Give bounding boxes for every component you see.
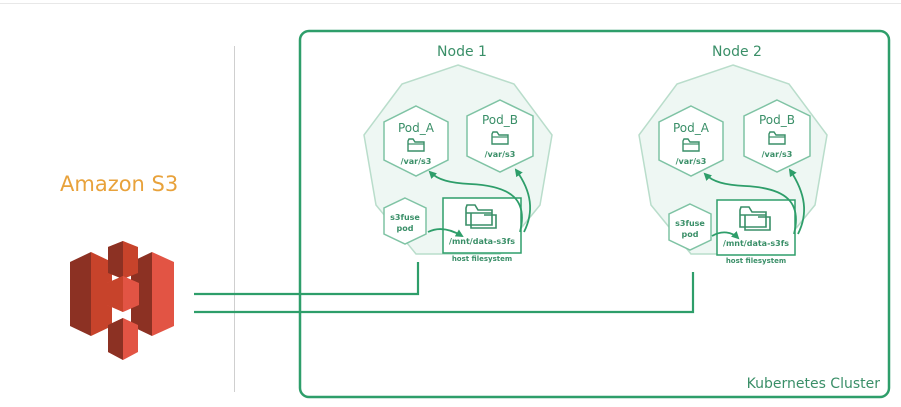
node-2-pod-a-label: Pod_A	[673, 121, 710, 135]
node-1-host-caption: host filesystem	[452, 255, 512, 263]
node-1-pod-a: Pod_A /var/s3	[383, 105, 449, 177]
node-2-pod-b-path: /var/s3	[762, 150, 793, 159]
node-1-s3fuse-label-2: pod	[397, 224, 414, 233]
node-1-pod-b-label: Pod_B	[482, 113, 518, 127]
node-1-pod-b: Pod_B /var/s3	[466, 99, 534, 173]
node-1-pod-b-hexagon	[466, 99, 534, 173]
node-1-pod-a-path: /var/s3	[401, 157, 432, 166]
node-2-host-folder-icon	[739, 206, 771, 231]
amazon-s3-logo-icon	[70, 241, 174, 360]
node-2-fuse-to-host-arrow	[711, 230, 740, 240]
s3-connection-line-node-1	[194, 262, 420, 296]
s3-connection-line-node-2	[194, 272, 695, 314]
node-2-s3fuse-label-2: pod	[682, 230, 699, 239]
node-1-host-to-pod-b-arrow	[514, 168, 531, 233]
node-2-pod-b-label: Pod_B	[759, 113, 795, 127]
kubernetes-cluster-border	[298, 29, 891, 399]
node-2-s3fuse-pod: s3fuse pod	[668, 203, 712, 251]
node-1-s3fuse-pod: s3fuse pod	[383, 197, 427, 245]
node-2-pod-a: Pod_A /var/s3	[658, 105, 724, 177]
node-2-host-path: /mnt/data-s3fs	[723, 239, 789, 248]
node-1-pod-a-hexagon	[383, 105, 449, 177]
kubernetes-cluster-label: Kubernetes Cluster	[747, 376, 881, 392]
node-1-s3fuse-hexagon	[383, 197, 427, 245]
node-2-pod-a-hexagon	[658, 105, 724, 177]
node-1-host-path: /mnt/data-s3fs	[449, 237, 515, 246]
node-1: Node 1 Pod_A /var/s3 Pod_B /var/s3 s3fus…	[363, 44, 553, 263]
node-2-host-to-pod-b-arrow	[788, 168, 805, 235]
node-1-host-filesystem: /mnt/data-s3fs host filesystem	[442, 197, 522, 263]
node-2-host-caption: host filesystem	[726, 257, 786, 265]
node-2-s3fuse-hexagon	[668, 203, 712, 251]
amazon-s3-label: Amazon S3	[60, 172, 179, 196]
node-1-host-to-pod-a-arrow	[428, 170, 523, 233]
node-2-pod-b: Pod_B /var/s3	[743, 99, 811, 173]
node-2-pod-a-path: /var/s3	[676, 157, 707, 166]
node-1-s3fuse-label-1: s3fuse	[390, 213, 420, 222]
node-2-title: Node 2	[712, 44, 762, 60]
node-1-pod-b-path: /var/s3	[485, 150, 516, 159]
node-2-host-to-pod-a-arrow	[703, 172, 797, 235]
node-2: Node 2 Pod_A /var/s3 Pod_B /var/s3 s3fus…	[638, 44, 828, 265]
node-1-fuse-to-host-arrow	[427, 228, 464, 238]
node-1-pod-a-label: Pod_A	[398, 121, 435, 135]
node-2-pod-b-hexagon	[743, 99, 811, 173]
top-border	[0, 3, 901, 4]
node-1-host-folder-icon	[465, 204, 497, 229]
node-2-s3fuse-label-1: s3fuse	[675, 219, 705, 228]
vertical-divider	[234, 46, 235, 392]
node-1-title: Node 1	[437, 44, 487, 60]
